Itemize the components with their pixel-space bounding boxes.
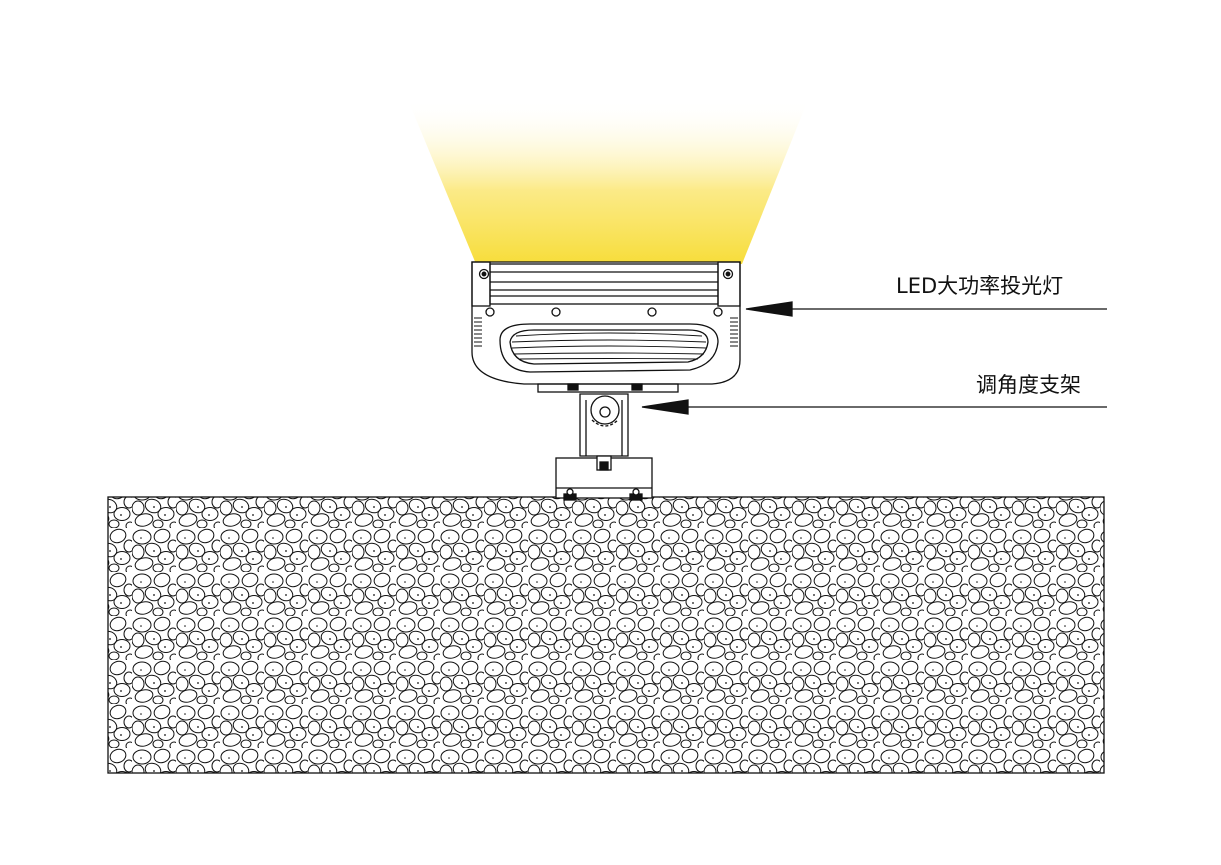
floodlight-fixture	[471, 261, 741, 393]
bracket-callout-arrow	[641, 399, 1107, 415]
fixture-callout-label: LED大功率投光灯	[896, 274, 1064, 298]
bracket-callout-label: 调角度支架	[976, 373, 1081, 397]
adjustable-bracket	[555, 393, 653, 501]
light-beam	[408, 100, 808, 264]
fixture-callout-arrow	[745, 301, 1107, 317]
stone-ground	[107, 496, 1105, 774]
